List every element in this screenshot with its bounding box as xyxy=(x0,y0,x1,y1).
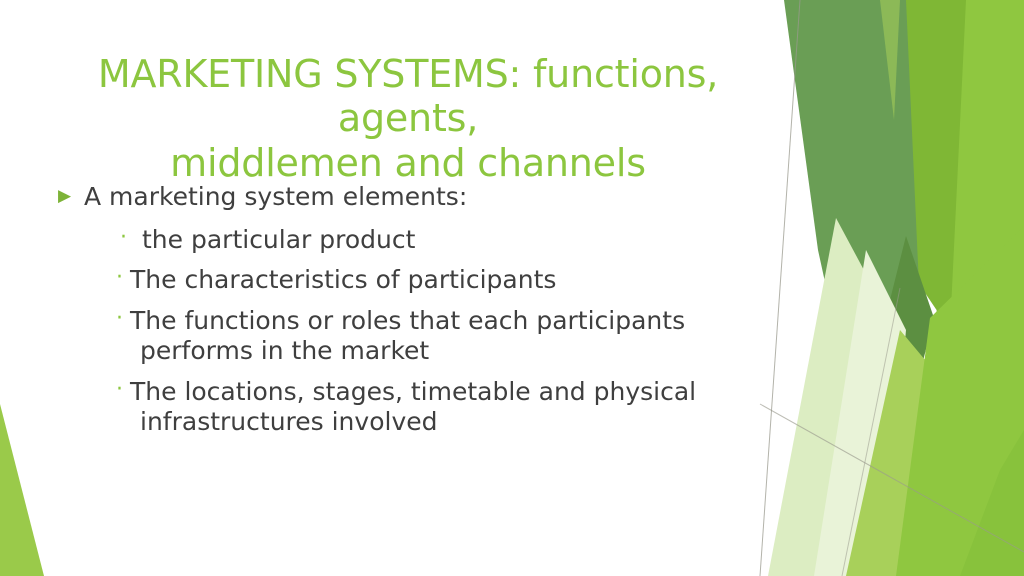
facet-pale-top-edge xyxy=(880,0,900,120)
dot-bullet-icon: · xyxy=(116,376,123,402)
list-item-label: The locations, stages, timetable and phy… xyxy=(130,376,697,406)
list-item: · The characteristics of participants xyxy=(116,265,798,296)
triangle-bullet-icon: ▶ xyxy=(58,186,72,206)
page-title: MARKETING SYSTEMS: functions, agents, mi… xyxy=(97,52,719,185)
facet-paler-overlay xyxy=(814,250,906,576)
list-item-label: the particular product xyxy=(142,224,416,254)
dot-bullet-icon: · xyxy=(116,305,123,331)
list-item-label: The functions or roles that each partici… xyxy=(130,305,686,335)
list-item-label-wrap: The functions or roles that each partici… xyxy=(130,306,798,367)
facet-bright-right xyxy=(902,0,1024,576)
list-item: ▶ A marketing system elements: xyxy=(58,182,798,213)
facet-dark-main xyxy=(784,0,922,470)
dot-bullet-icon: · xyxy=(116,265,123,290)
hairline-diagonal-3 xyxy=(841,287,901,576)
list-item-label: The characteristics of participants xyxy=(130,265,557,294)
bullet-list: ▶ A marketing system elements: · the par… xyxy=(58,182,798,448)
facet-left-bottom-triangle xyxy=(0,404,44,576)
facet-mid-top xyxy=(876,0,966,330)
list-item-continuation: infrastructures involved xyxy=(140,407,438,436)
list-item: · the particular product xyxy=(116,225,798,256)
dot-bullet-icon: · xyxy=(120,224,127,250)
list-item: · The functions or roles that each parti… xyxy=(116,306,798,367)
list-item-continuation: performs in the market xyxy=(140,336,430,365)
list-item: · The locations, stages, timetable and p… xyxy=(116,377,798,438)
list-item-label-wrap: The locations, stages, timetable and phy… xyxy=(130,377,798,438)
facet-mid-bottom-right xyxy=(960,430,1024,576)
facet-light-lower xyxy=(846,330,1010,576)
hairline-diagonal-2 xyxy=(759,403,1024,553)
facet-deep-sliver xyxy=(872,236,934,404)
facet-bright-lower-right xyxy=(896,226,1024,576)
list-item-label: A marketing system elements: xyxy=(84,182,468,211)
title-block: MARKETING SYSTEMS: functions, agents, mi… xyxy=(58,52,758,185)
